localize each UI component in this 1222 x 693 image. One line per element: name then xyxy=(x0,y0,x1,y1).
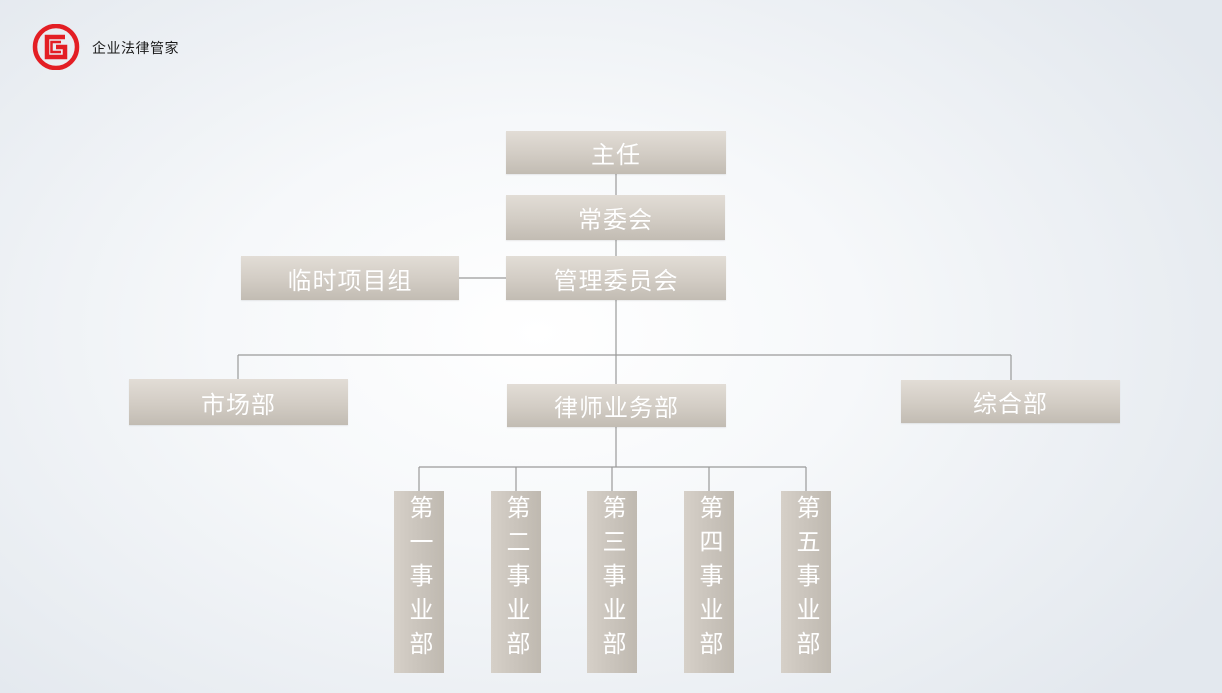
general-dept-node: 综合部 xyxy=(901,380,1120,423)
management-committee-node: 管理委员会 xyxy=(506,256,726,300)
division-node-1: 第一事业部 xyxy=(394,491,444,673)
division-node-2: 第二事业部 xyxy=(491,491,541,673)
division-node-3: 第三事业部 xyxy=(587,491,637,673)
company-logo-icon xyxy=(32,24,80,70)
temp-project-group-node: 临时项目组 xyxy=(241,256,459,300)
legal-affairs-dept-node: 律师业务部 xyxy=(507,384,726,427)
director-node: 主任 xyxy=(506,131,726,174)
division-node-5: 第五事业部 xyxy=(781,491,831,673)
brand-name: 企业法律管家 xyxy=(92,41,179,57)
standing-committee-node: 常委会 xyxy=(506,195,725,240)
division-node-4: 第四事业部 xyxy=(684,491,734,673)
marketing-dept-node: 市场部 xyxy=(129,379,348,425)
